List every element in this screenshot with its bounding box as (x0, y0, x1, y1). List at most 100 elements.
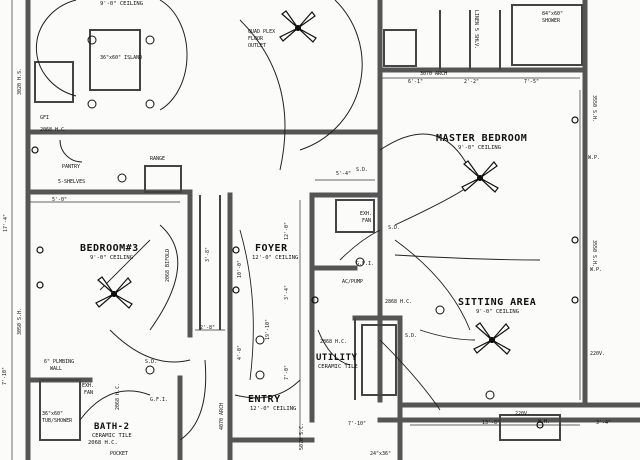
room-name-bath2: BATH-2 (94, 422, 130, 432)
dim-3-4b: 3'-4" (284, 284, 290, 300)
shower-size: 84"x60" (542, 11, 564, 17)
ceiling-master-bedroom: 9'-0" CEILING (458, 145, 502, 151)
ceiling-fan-bedroom (95, 276, 133, 309)
wiring (99, 179, 541, 411)
finish-utility: CERAMIC TILE (318, 364, 358, 370)
ceiling-kitchen: 9'-0" CEILING (100, 1, 144, 7)
exh-fan-bath-1: EXH. (82, 383, 95, 389)
room-name-sitting-area: SITTING AREA (458, 297, 537, 308)
pantry-label: PANTRY (62, 164, 81, 170)
dim-5-4: 5'-4" (336, 171, 352, 177)
bath2-door-label: 2068 H.C. (88, 440, 118, 446)
weatherproof-outlet-2: W.P. (590, 267, 603, 273)
tub-box (39, 379, 81, 441)
wh-box (499, 414, 561, 441)
shower-label: SHOWER (542, 18, 561, 24)
room-name-entry: ENTRY (248, 394, 281, 405)
ceiling-sitting-area: 9'-0" CEILING (476, 309, 520, 315)
dim-3550-sh-a: 3550 S.H. (591, 95, 597, 123)
dim-2068-hc-kitchen: 2068 H.C. (40, 127, 68, 133)
exh-fan-bath-2: FAN (84, 390, 94, 396)
smoke-detector-1: S.D. (356, 167, 369, 173)
dim-12-0: 12'-0" (284, 221, 290, 240)
dim-6-1: 6'-1" (408, 79, 424, 85)
hall-closet (199, 195, 221, 330)
quad-plex-line3: OUTLET (248, 43, 267, 49)
outlets (31, 116, 579, 429)
pocket-label: POCKET (110, 451, 129, 457)
ceiling-fan-kitchen (279, 10, 317, 43)
dim-19-10: 19'-10" (265, 318, 271, 340)
finish-bath2: CERAMIC TILE (92, 433, 132, 439)
room-name-utility: UTILITY (316, 353, 358, 363)
plumbing-wall-line1: 6" PLMBING (44, 359, 75, 365)
ceiling-fan-master (461, 160, 499, 193)
smoke-detector-4: S.D. (145, 359, 158, 365)
dim-7-10: 7'-10" (2, 366, 8, 385)
shelves-label: 5-SHELVES (58, 179, 86, 185)
weatherproof-outlet-1: W.P. (588, 155, 601, 161)
shower-box (511, 4, 583, 66)
dim-3550-sh-b: 3550 S.H. (591, 240, 597, 268)
gfi-kitchen: GFI (40, 115, 50, 121)
tub-label: TUB/SHOWER (42, 418, 73, 424)
sink-counter (34, 61, 74, 103)
voltage-label-2: 220V. (515, 411, 531, 417)
dim-2068-bifold: 2068 BIFOLD (165, 248, 171, 282)
room-name-master-bedroom: MASTER BEDROOM (436, 133, 528, 144)
dim-4070-arch: 4070 ARCH (219, 402, 225, 430)
door-swings (35, 0, 471, 441)
dim-2868-hc-b: 2868 H.C. (320, 339, 348, 345)
island-box (89, 29, 141, 91)
ceiling-fan-sitting (473, 322, 511, 355)
dim-3070-arch: 3070 ARCH (420, 71, 448, 77)
dim-13-8: 13'-8" (482, 420, 501, 426)
dimension-lines (11, 0, 581, 460)
gfi-outlet-bath: G.F.I. (150, 397, 169, 403)
dim-24x36: 24"x36" (370, 451, 392, 457)
plumbing-wall-line2: WALL (50, 366, 63, 372)
recessed-lights (87, 35, 495, 400)
tub-size: 36"x60" (42, 411, 64, 417)
dim-7-5: 7'-5" (524, 79, 540, 85)
dim-7-10b: 7'-10" (348, 421, 367, 427)
dim-4-0: 4'-0" (237, 344, 243, 360)
dim-5-0: 5'-0" (52, 197, 68, 203)
hvac-box (335, 199, 375, 233)
dim-3-4: 3'-4" (596, 420, 612, 426)
dim-3050-sh: 3050 S.H. (17, 307, 23, 335)
dim-5070-sc: 5070 S.C. (299, 422, 305, 450)
dim-3020-hs: 3020 H.S. (17, 67, 23, 95)
quad-plex-line1: QUAD PLEX (248, 29, 276, 35)
voltage-label-1: 220V. (590, 351, 606, 357)
ceiling-foyer: 12'-0" CEILING (252, 255, 299, 261)
dim-2-2: 2'-2" (464, 79, 480, 85)
dim-2-8: 2'-8" (200, 325, 216, 331)
ceiling-bedroom3: 9'-0" CEILING (90, 255, 134, 261)
lav-box (383, 29, 417, 67)
thin-walls (34, 4, 583, 441)
dim-17-4: 17'-4" (3, 213, 9, 232)
ac-pump-label: AC/PUMP (342, 279, 364, 285)
range-box (144, 165, 182, 193)
quad-plex-line2: FLOOR (248, 36, 264, 42)
dim-3-8: 3'-8" (205, 246, 211, 262)
gfi-outlet-util: G.F.I. (356, 261, 375, 267)
exh-fan-util-1: EXH. (360, 211, 373, 217)
room-name-bedroom3: BEDROOM#3 (80, 243, 139, 254)
washer-box (361, 324, 397, 396)
room-name-foyer: FOYER (255, 243, 288, 254)
smoke-detector-2: S.D. (388, 225, 401, 231)
dim-2068-hc-bath: 2068 H.C. (115, 382, 121, 410)
exh-fan-util-2: FAN (362, 218, 372, 224)
dim-2868-hc-a: 2868 H.C. (385, 299, 413, 305)
ceiling-entry: 12'-0" CEILING (250, 406, 297, 412)
water-heater-label: W.H. (538, 419, 551, 425)
linen-label: LINEN 5 SHLV. (473, 10, 479, 50)
linen-lines (439, 10, 501, 70)
dim-7-0: 7'-0" (284, 364, 290, 380)
range-label: RANGE (150, 156, 166, 162)
island-label: 36"x60" ISLAND (100, 55, 143, 61)
